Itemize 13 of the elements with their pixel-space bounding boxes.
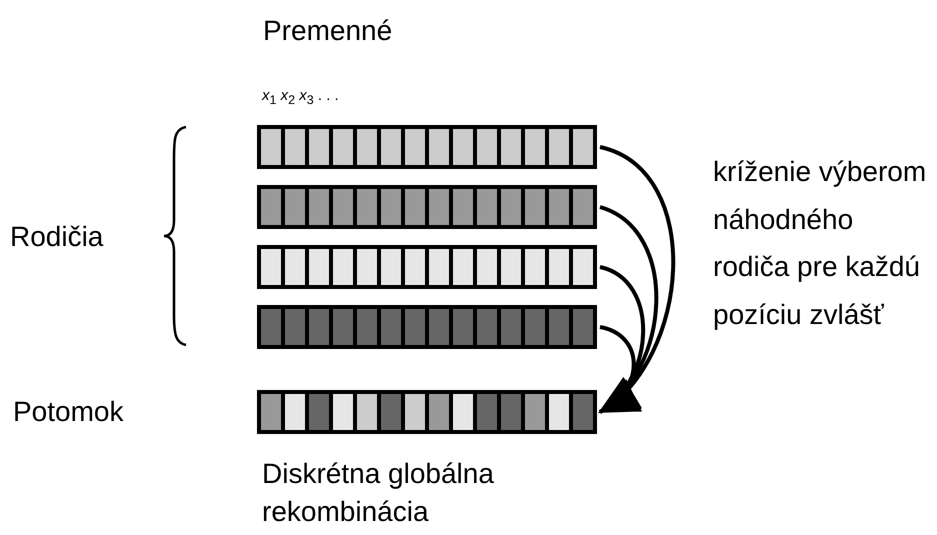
title: Premenné xyxy=(263,14,392,48)
chromosome-bar xyxy=(257,305,597,349)
offspring-label: Potomok xyxy=(13,395,124,429)
crossover-description: kríženie výberom náhodného rodiča pre každú pozíciu zvlášť xyxy=(713,155,928,332)
parents-label: Rodičia xyxy=(10,220,104,254)
curved-arrow xyxy=(598,325,642,414)
chromosome-bar xyxy=(257,185,597,229)
chromosome-bar xyxy=(257,245,597,289)
chromosome-bar xyxy=(257,125,597,169)
curved-arrow xyxy=(598,205,658,414)
variable-labels: x$_{1}$ x$_{2}$ x$_{3}$ . . . xyxy=(262,86,339,109)
chromosome-bar xyxy=(257,390,597,434)
recombination-caption: Diskrétna globálna rekombinácia xyxy=(262,457,495,529)
